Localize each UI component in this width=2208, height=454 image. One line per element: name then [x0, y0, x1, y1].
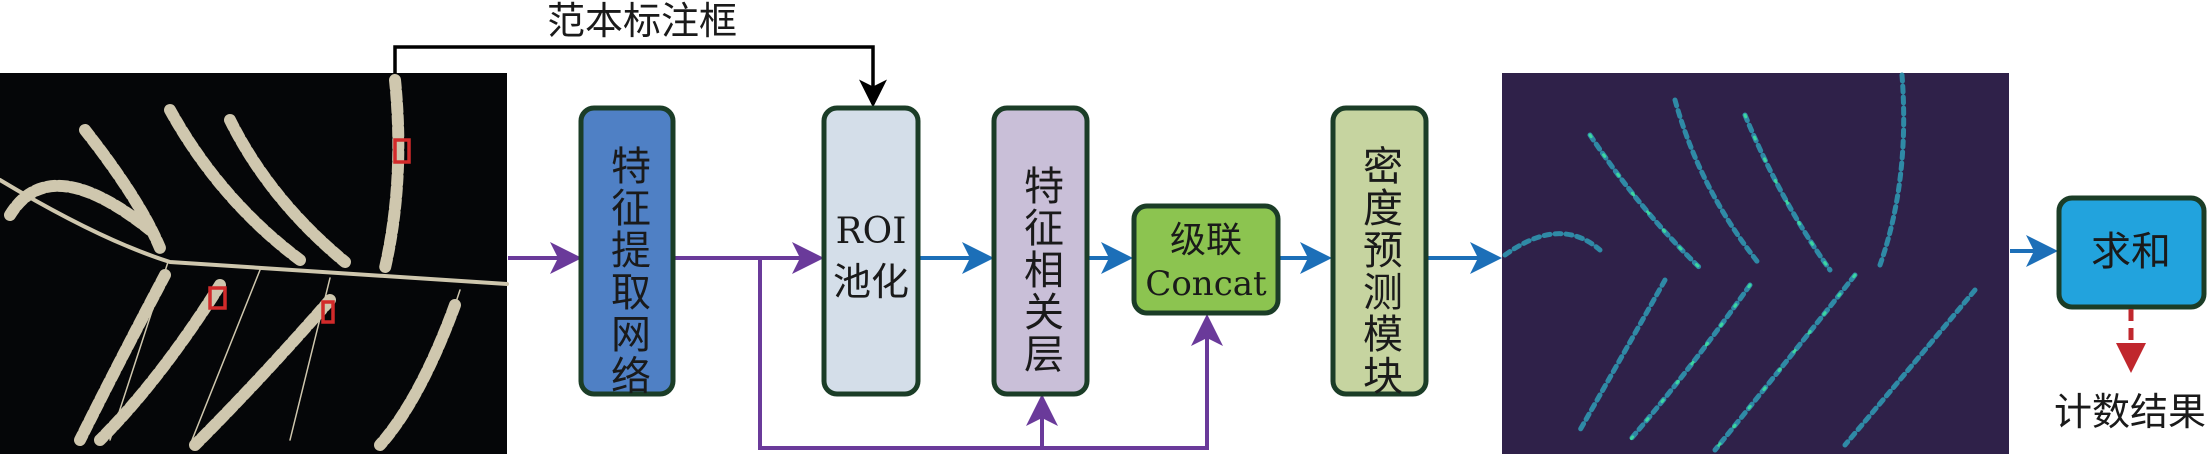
- purple-feature-arrows: [508, 242, 1223, 450]
- exemplar-connector-arrow: [393, 45, 887, 108]
- input-panicle-image: [0, 73, 509, 454]
- concat-cn-label: 级联: [1170, 220, 1242, 261]
- exemplar-annotation-boxes: [208, 138, 411, 324]
- pooling-label: 池化: [833, 260, 909, 304]
- concat-box: 级联 Concat: [1131, 203, 1281, 316]
- concat-en-label: Concat: [1145, 264, 1267, 304]
- sum-box: 求和: [2056, 195, 2207, 310]
- density-label: 密度预测模块: [1356, 145, 1402, 397]
- density-prediction-module-box: 密度预测模块: [1330, 105, 1429, 397]
- count-result-label: 计数结果: [2054, 390, 2206, 434]
- feature-correlation-layer-box: 特征相关层: [991, 105, 1090, 397]
- feature-extraction-network-box: 特征提取网络: [578, 105, 676, 397]
- roi-pooling-box: ROI 池化: [821, 105, 921, 397]
- correlation-label: 特征相关层: [1017, 165, 1063, 375]
- blue-flow-arrows: [919, 235, 2058, 274]
- feature-extraction-label: 特征提取网络: [604, 145, 650, 397]
- density-map-image: [1502, 72, 2009, 454]
- sum-label: 求和: [2091, 229, 2171, 275]
- exemplar-box-label: 范本标注框: [547, 0, 737, 43]
- roi-label: ROI: [836, 211, 907, 252]
